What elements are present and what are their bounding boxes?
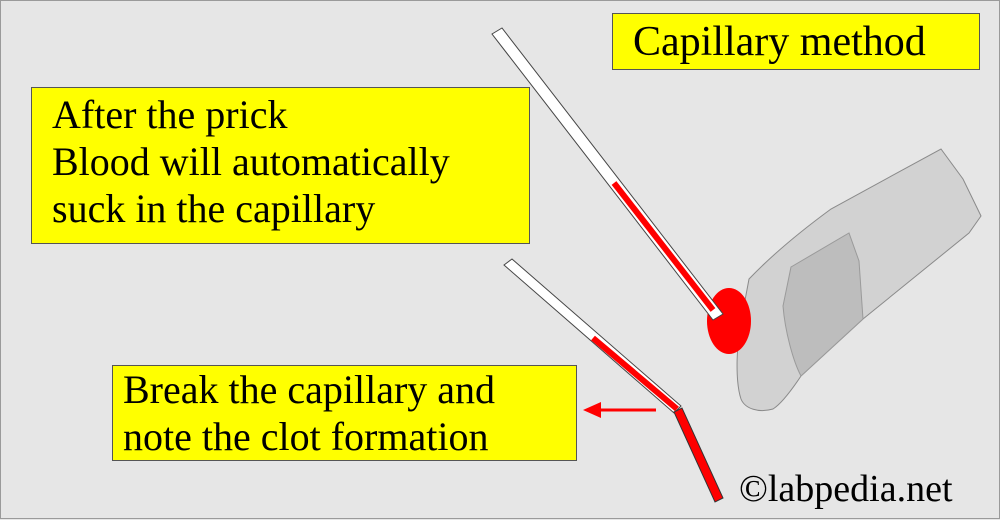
fingernail-shape — [782, 232, 864, 377]
break-capillary-note: Break the capillary and note the clot fo… — [112, 365, 577, 461]
break-capillary-note-line: Break the capillary and — [123, 367, 496, 412]
title-text: Capillary method — [633, 19, 926, 65]
blood-drop — [707, 288, 751, 354]
copyright-watermark: ©labpedia.net — [739, 468, 953, 510]
title-label: Capillary method — [612, 13, 980, 70]
pointer-arrow-head — [583, 402, 601, 418]
after-prick-note-line: suck in the capillary — [52, 186, 376, 232]
after-prick-note-line: After the prick — [52, 92, 288, 137]
after-prick-note: After the prick Blood will automatically… — [31, 87, 530, 244]
break-capillary-note-line: note the clot formation — [123, 414, 489, 460]
capillary-blood-upper — [611, 181, 716, 312]
capillary-blood-lower — [591, 335, 679, 412]
capillary-broken-piece — [673, 407, 724, 503]
after-prick-note-line: Blood will automatically — [52, 139, 450, 185]
